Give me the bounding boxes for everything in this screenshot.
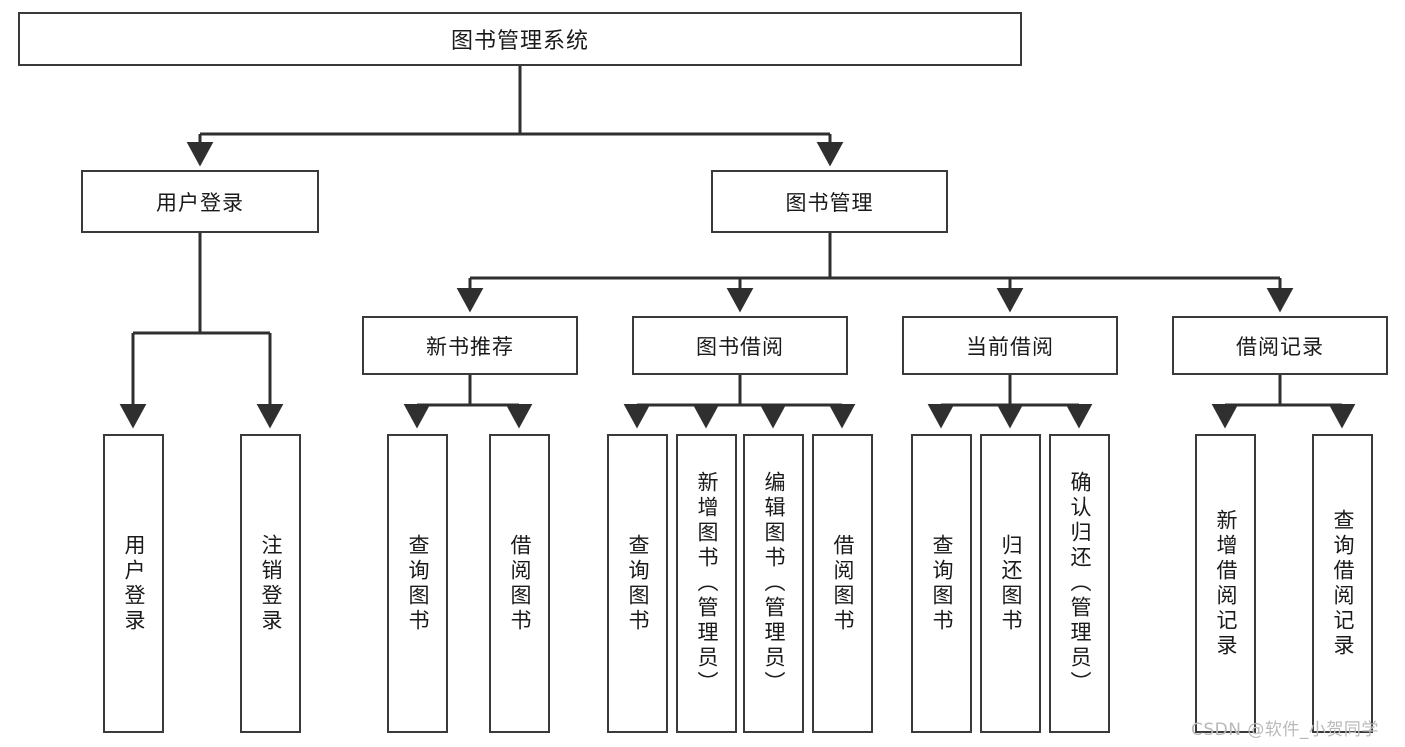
node-borrow-record[interactable]: 借阅记录 bbox=[1172, 316, 1388, 375]
node-leaf-user-logout-label: 注销登录 bbox=[259, 533, 283, 634]
node-leaf-return-book-label: 归还图书 bbox=[999, 533, 1023, 634]
node-leaf-borrow-book-1[interactable]: 借阅图书 bbox=[489, 434, 550, 733]
node-leaf-user-logout[interactable]: 注销登录 bbox=[240, 434, 301, 733]
node-root[interactable]: 图书管理系统 bbox=[18, 12, 1022, 66]
node-leaf-return-book[interactable]: 归还图书 bbox=[980, 434, 1041, 733]
node-leaf-user-login-label: 用户登录 bbox=[122, 533, 146, 634]
node-leaf-add-record-label: 新增借阅记录 bbox=[1214, 508, 1238, 659]
node-leaf-confirm-return[interactable]: 确认归还（管理员） bbox=[1049, 434, 1110, 733]
node-user-login[interactable]: 用户登录 bbox=[81, 170, 319, 233]
node-leaf-edit-book[interactable]: 编辑图书（管理员） bbox=[743, 434, 804, 733]
node-leaf-edit-book-label: 编辑图书（管理员） bbox=[762, 471, 786, 696]
node-current-borrow[interactable]: 当前借阅 bbox=[902, 316, 1118, 375]
node-root-label: 图书管理系统 bbox=[450, 29, 589, 54]
node-leaf-user-login[interactable]: 用户登录 bbox=[103, 434, 164, 733]
node-leaf-query-book-3[interactable]: 查询图书 bbox=[911, 434, 972, 733]
node-book-manage[interactable]: 图书管理 bbox=[711, 170, 948, 233]
node-leaf-confirm-return-label: 确认归还（管理员） bbox=[1068, 471, 1092, 696]
node-leaf-query-book-1[interactable]: 查询图书 bbox=[387, 434, 448, 733]
node-leaf-query-record-label: 查询借阅记录 bbox=[1331, 508, 1355, 659]
node-borrow-record-label: 借阅记录 bbox=[1236, 334, 1324, 359]
node-book-borrow-label: 图书借阅 bbox=[696, 334, 784, 359]
node-leaf-borrow-book-2-label: 借阅图书 bbox=[831, 533, 855, 634]
node-leaf-query-book-2-label: 查询图书 bbox=[626, 533, 650, 634]
node-book-manage-label: 图书管理 bbox=[785, 190, 874, 215]
node-user-login-label: 用户登录 bbox=[156, 190, 244, 215]
node-leaf-query-record[interactable]: 查询借阅记录 bbox=[1312, 434, 1373, 733]
node-new-book-rec-label: 新书推荐 bbox=[426, 334, 514, 359]
node-leaf-add-book-label: 新增图书（管理员） bbox=[695, 471, 719, 696]
node-leaf-query-book-3-label: 查询图书 bbox=[930, 533, 954, 634]
node-leaf-query-book-2[interactable]: 查询图书 bbox=[607, 434, 668, 733]
node-leaf-add-record[interactable]: 新增借阅记录 bbox=[1195, 434, 1256, 733]
node-new-book-rec[interactable]: 新书推荐 bbox=[362, 316, 578, 375]
node-leaf-add-book[interactable]: 新增图书（管理员） bbox=[676, 434, 737, 733]
node-leaf-borrow-book-2[interactable]: 借阅图书 bbox=[812, 434, 873, 733]
node-book-borrow[interactable]: 图书借阅 bbox=[632, 316, 848, 375]
watermark-csdn: CSDN @软件_小贺同学 bbox=[1191, 720, 1379, 740]
node-leaf-query-book-1-label: 查询图书 bbox=[406, 533, 430, 634]
node-current-borrow-label: 当前借阅 bbox=[966, 334, 1054, 359]
node-leaf-borrow-book-1-label: 借阅图书 bbox=[508, 533, 532, 634]
